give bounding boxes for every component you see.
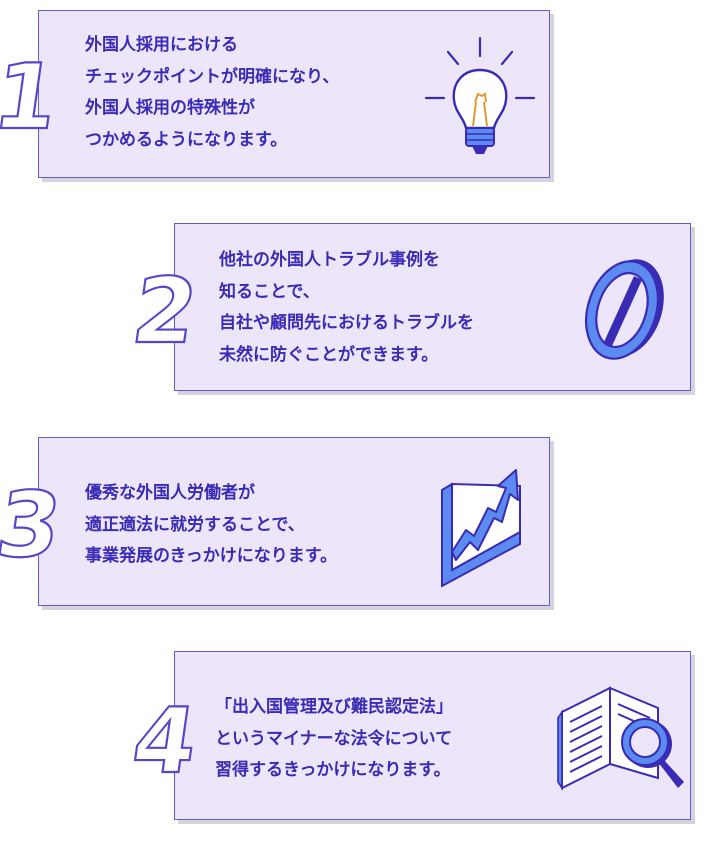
number-badge-3: 3 [0,472,69,579]
number-3-text: 3 [0,473,68,577]
number-1-text: 1 [0,45,65,149]
benefit-2-line-2: 知ることで、 [219,281,320,302]
benefit-3-line-3: 事業発展のきっかけになります。 [85,546,338,566]
benefit-4-line-2: というマイナーな法令について [215,728,453,749]
benefit-2-line-4: 未然に防ぐことができます。 [219,344,439,365]
number-2-text: 2 [126,259,203,363]
benefit-1-line-2: チェックポイントが明確になり、 [85,66,340,87]
number-badge-1: 1 [0,44,66,151]
benefit-card-2: 他社の外国人トラブル事例を 知ることで、 自社や顧問先におけるトラブルを 未然に… [174,223,691,391]
benefit-text-3: 優秀な外国人労働者が 適正適法に就労することで、 事業発展のきっかけになります。 [85,478,337,573]
benefit-1-line-1: 外国人採用における [85,35,238,55]
growth-chart-icon [441,469,521,588]
benefit-text-4: 「出入国管理及び難民認定法」 というマイナーな法令について 習得するきっかけにな… [215,692,453,787]
benefit-2-line-1: 他社の外国人トラブル事例を [219,250,440,270]
book-magnifier-icon [557,686,684,791]
benefit-4-line-1: 「出入国管理及び難民認定法」 [215,697,453,717]
benefit-3-line-1: 優秀な外国人労働者が [85,483,255,503]
benefit-text-1: 外国人採用における チェックポイントが明確になり、 外国人採用の特殊性が つかめ… [85,30,339,156]
lightbulb-icon [424,36,536,154]
number-badge-4: 4 [125,688,205,795]
benefit-1-line-4: つかめるようになります。 [85,129,288,150]
benefit-2-line-3: 自社や顧問先におけるトラブルを [219,313,474,333]
number-4-text: 4 [126,689,203,793]
benefit-3-line-2: 適正適法に就労することで、 [85,514,305,535]
benefit-4-line-3: 習得するきっかけになります。 [215,760,451,780]
benefit-1-line-3: 外国人採用の特殊性が [85,98,255,118]
benefit-text-2: 他社の外国人トラブル事例を 知ることで、 自社や顧問先におけるトラブルを 未然に… [219,245,474,371]
number-badge-2: 2 [125,258,205,365]
prohibited-sign-icon [585,259,664,360]
